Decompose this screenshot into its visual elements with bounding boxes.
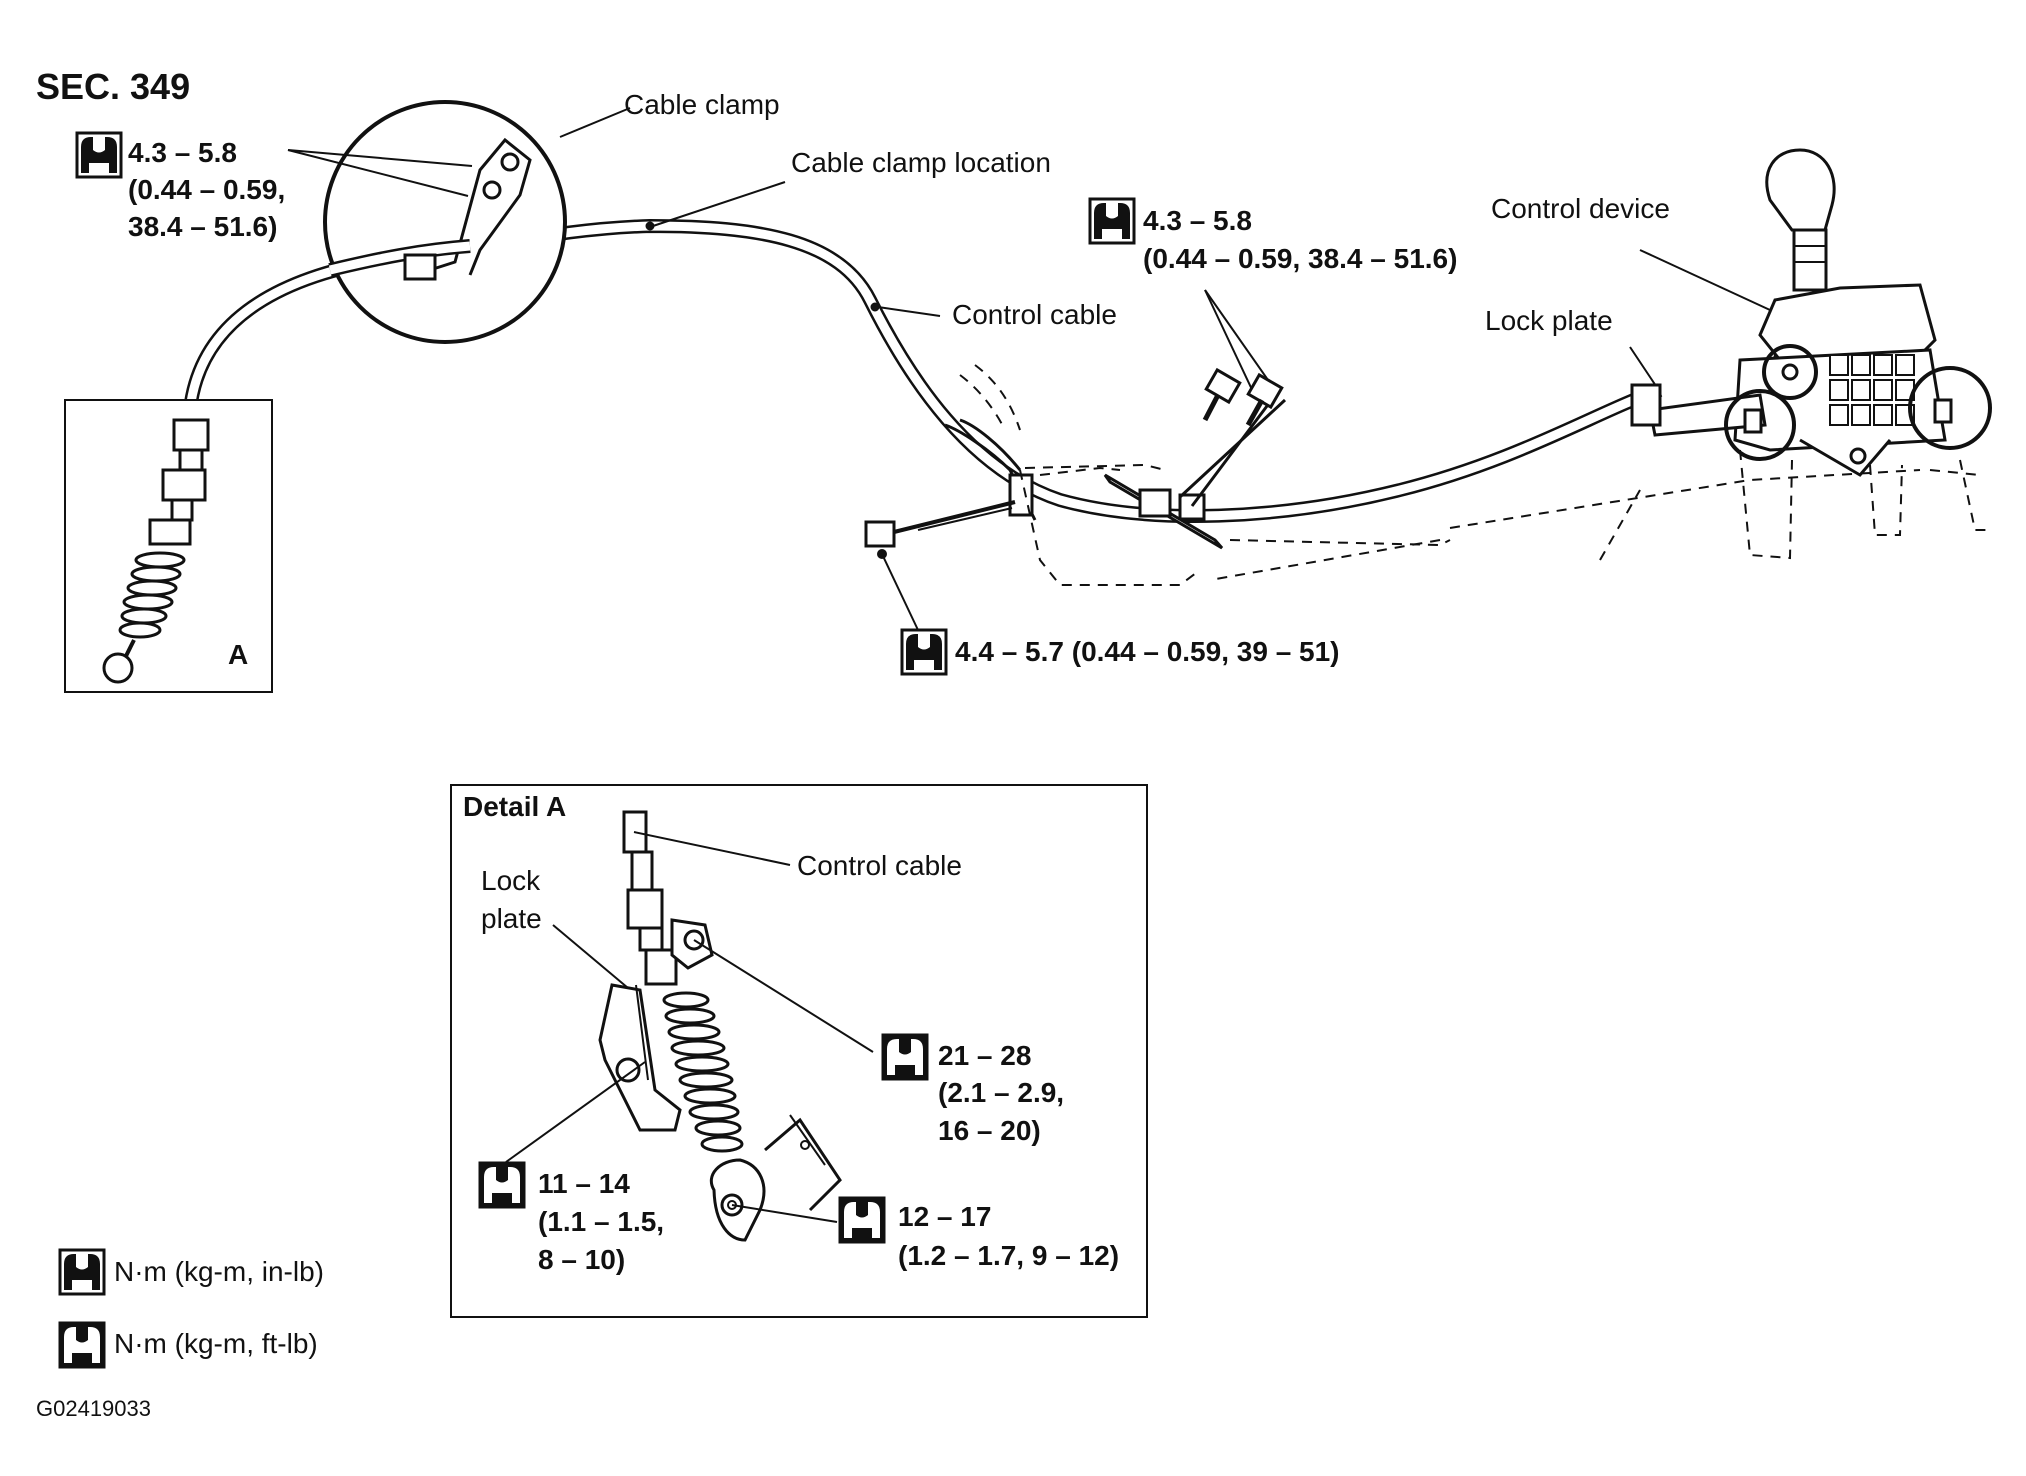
control-device-drawing xyxy=(1630,148,1992,477)
torque-wrench-inlb-icon xyxy=(1088,197,1136,245)
torque-detail-12-line2: (1.2 – 1.7, 9 – 12) xyxy=(898,1240,1120,1271)
detail-label-lock-plate-1: Lock xyxy=(481,865,541,896)
torque-clamp-line3: 38.4 – 51.6) xyxy=(128,211,278,242)
torque-wrench-inlb-icon xyxy=(900,628,948,676)
detail-label-control-cable: Control cable xyxy=(797,850,962,881)
detail-label-lock-plate-2: plate xyxy=(481,903,542,934)
figure-id: G02419033 xyxy=(36,1396,151,1421)
torque-wrench-inlb-icon xyxy=(58,1248,106,1296)
torque-bracket: 4.4 – 5.7 (0.44 – 0.59, 39 – 51) xyxy=(955,636,1340,667)
detail-a-title: Detail A xyxy=(463,791,567,822)
torque-detail-11-line1: 11 – 14 xyxy=(538,1168,630,1199)
view-a-drawing xyxy=(64,399,273,693)
torque-device-line2: (0.44 – 0.59, 38.4 – 51.6) xyxy=(1143,243,1458,274)
torque-detail-12-line1: 12 – 17 xyxy=(898,1201,992,1232)
torque-clamp-line2: (0.44 – 0.59, xyxy=(128,174,286,205)
legend-ftlb: N·m (kg-m, ft-lb) xyxy=(114,1328,318,1359)
torque-wrench-ftlb-icon xyxy=(838,1196,886,1244)
leader-lines xyxy=(287,149,1776,631)
bracket-drawing xyxy=(864,367,1287,550)
torque-detail-21-line2: (2.1 – 2.9, xyxy=(938,1077,1065,1108)
detail-a-drawing xyxy=(450,784,1148,1318)
section-number: SEC. 349 xyxy=(36,66,191,107)
label-control-device: Control device xyxy=(1491,193,1670,224)
torque-wrench-ftlb-icon xyxy=(881,1033,929,1081)
torque-wrench-inlb-icon xyxy=(75,131,123,179)
torque-device-line1: 4.3 – 5.8 xyxy=(1143,205,1252,236)
label-cable-clamp: Cable clamp xyxy=(624,89,780,120)
torque-clamp-line1: 4.3 – 5.8 xyxy=(128,137,237,168)
torque-wrench-ftlb-icon xyxy=(478,1161,526,1209)
torque-wrench-ftlb-icon xyxy=(58,1321,106,1369)
label-lock-plate: Lock plate xyxy=(1485,305,1613,336)
torque-detail-21-line1: 21 – 28 xyxy=(938,1040,1032,1071)
torque-detail-21-line3: 16 – 20) xyxy=(938,1115,1041,1146)
label-view-a: A xyxy=(228,639,249,670)
label-cable-clamp-location: Cable clamp location xyxy=(791,147,1051,178)
torque-detail-11-line2: (1.1 – 1.5, xyxy=(538,1206,665,1237)
cable-clamp-detail-drawing xyxy=(323,100,631,344)
legend-inlb: N·m (kg-m, in-lb) xyxy=(114,1256,324,1287)
torque-detail-11-line3: 8 – 10) xyxy=(538,1244,626,1275)
label-control-cable: Control cable xyxy=(952,299,1117,330)
